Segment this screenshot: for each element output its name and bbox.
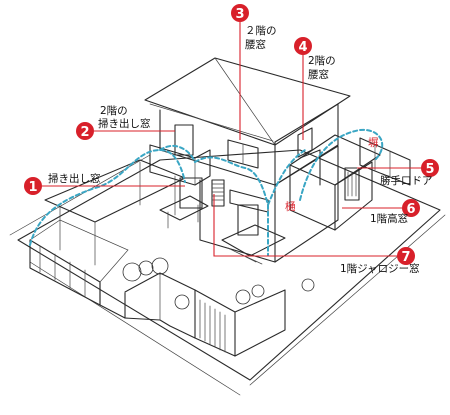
badge-4-number: 4 xyxy=(298,40,307,55)
leader-lines xyxy=(42,22,424,257)
garden-shrubs xyxy=(122,257,315,310)
badge-1-number: 1 xyxy=(28,180,37,195)
callout-badge-5: 5 xyxy=(421,159,439,177)
label-7: 1階ジャロジー窓 xyxy=(340,262,420,275)
badge-2-number: 2 xyxy=(80,125,89,140)
label-2-line2: 掃き出し窓 xyxy=(98,117,151,130)
front-fence xyxy=(29,219,286,357)
badge-6-number: 6 xyxy=(406,202,415,217)
callout-badge-1: 1 xyxy=(24,177,42,195)
callout-badge-7: 7 xyxy=(397,247,415,265)
leader-7 xyxy=(213,194,397,257)
badge-3-number: 3 xyxy=(235,7,244,22)
label-4-line1: 2階の xyxy=(308,55,336,67)
label-3-line2: 腰窓 xyxy=(245,38,266,51)
label-toi: 樋 xyxy=(285,200,296,213)
annex xyxy=(289,134,411,231)
label-4-line2: 腰窓 xyxy=(308,68,329,81)
callout-badge-4: 4 xyxy=(294,37,312,55)
label-1: 掃き出し窓 xyxy=(48,172,101,185)
badge-7-number: 7 xyxy=(401,250,410,265)
callout-badge-2: 2 xyxy=(76,122,94,140)
label-6: 1階高窓 xyxy=(370,212,408,225)
callout-badge-6: 6 xyxy=(402,199,420,217)
badge-5-number: 5 xyxy=(425,162,434,177)
main-house xyxy=(144,57,351,265)
label-5: 勝手口ドア xyxy=(380,174,433,187)
label-hei: 塀 xyxy=(368,137,379,149)
intrusion-route xyxy=(29,128,384,256)
label-2-line1: 2階の xyxy=(100,105,128,117)
site-sketch xyxy=(9,149,446,396)
callout-badge-3: 3 xyxy=(231,4,249,22)
label-3-line1: ２階の xyxy=(245,25,277,37)
